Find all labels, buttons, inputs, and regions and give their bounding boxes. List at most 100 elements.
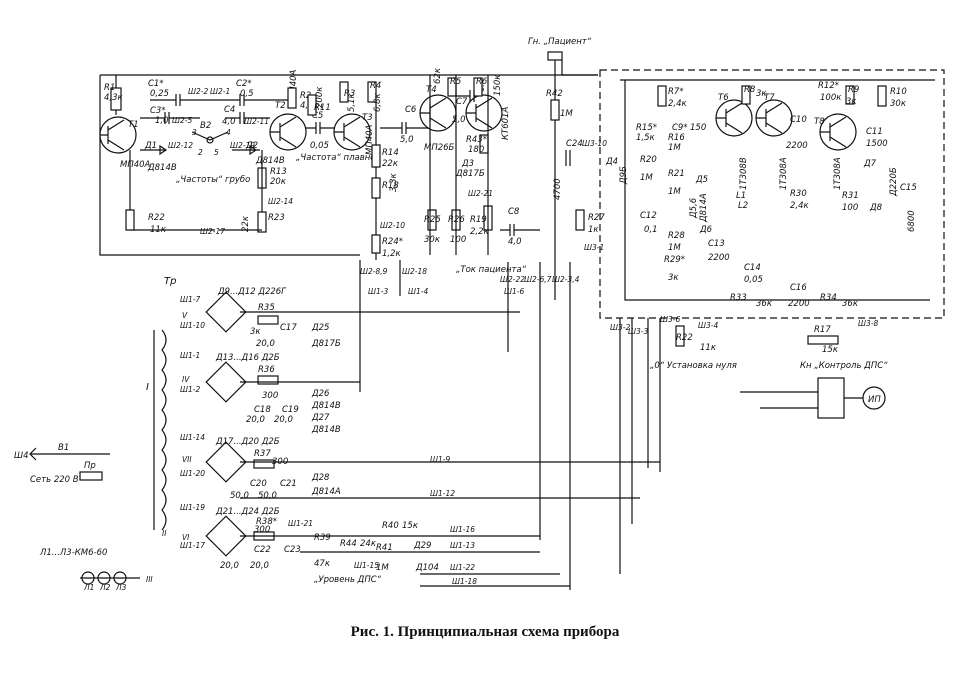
svg-text:Ш1-10: Ш1-10 [180, 321, 205, 330]
svg-text:0,05: 0,05 [744, 275, 763, 285]
dps-control[interactable]: R17 15к Ш3-8 Кн „Контроль ДПС“ ИП [740, 319, 888, 419]
svg-text:R39: R39 [314, 533, 331, 543]
t3-type: МП40А [365, 124, 375, 155]
svg-text:C24: C24 [566, 139, 583, 149]
network-label: Сеть 220 В [30, 475, 79, 485]
svg-text:C8: C8 [508, 207, 520, 217]
svg-text:R10: R10 [890, 87, 907, 97]
svg-text:Ш2-8,9: Ш2-8,9 [360, 267, 388, 276]
svg-text:Д28: Д28 [311, 473, 330, 483]
svg-text:36к: 36к [842, 299, 859, 309]
zero-adjust[interactable]: R22 11к „0“ Установка нуля Ш3-6 Ш3-4 Ш3-… [610, 315, 737, 371]
freq-fine-label: „Частота“ плавно [296, 153, 376, 163]
svg-text:Ш3-8: Ш3-8 [858, 319, 878, 328]
svg-text:5,1к: 5,1к [347, 92, 357, 112]
svg-text:1,0: 1,0 [155, 116, 169, 126]
svg-text:1М: 1М [376, 563, 389, 573]
svg-text:R14: R14 [382, 148, 399, 158]
svg-text:Л1: Л1 [83, 583, 94, 592]
svg-text:0,25: 0,25 [150, 89, 169, 99]
svg-text:ИП: ИП [868, 395, 881, 405]
svg-text:3: 3 [192, 128, 197, 137]
svg-text:150: 150 [690, 123, 706, 133]
svg-text:1,2к: 1,2к [382, 249, 402, 259]
svg-text:R7*: R7* [668, 87, 684, 97]
svg-text:5: 5 [214, 148, 219, 157]
svg-text:Ш1-14: Ш1-14 [180, 433, 205, 442]
t7-type: 1Т308А [779, 157, 789, 190]
svg-text:C17: C17 [280, 323, 297, 333]
svg-text:C12: C12 [640, 211, 657, 221]
svg-text:Ш2-6,7: Ш2-6,7 [524, 275, 552, 284]
svg-text:C6: C6 [405, 105, 417, 115]
svg-text:Д6: Д6 [699, 225, 713, 235]
svg-text:R12*: R12* [818, 81, 839, 91]
svg-text:R4: R4 [370, 81, 381, 91]
svg-text:3,3к: 3,3к [389, 172, 399, 192]
svg-text:Ш2-17: Ш2-17 [200, 227, 225, 236]
svg-text:1М: 1М [668, 187, 681, 197]
svg-text:II: II [162, 529, 167, 538]
svg-text:R41: R41 [376, 543, 393, 553]
svg-text:Ш2-2: Ш2-2 [188, 87, 208, 96]
svg-text:Ш2-14: Ш2-14 [268, 197, 293, 206]
svg-text:Д5: Д5 [695, 175, 708, 185]
svg-text:R35: R35 [258, 303, 275, 313]
freq-coarse-label: „Частоты“ грубо [176, 175, 250, 185]
svg-text:Ш1-1: Ш1-1 [180, 351, 200, 360]
svg-text:C7: C7 [456, 97, 468, 107]
svg-text:0,05: 0,05 [310, 141, 329, 151]
svg-text:T8: T8 [814, 117, 825, 127]
svg-text:Ш2-3,4: Ш2-3,4 [552, 275, 580, 284]
svg-text:2: 2 [198, 148, 203, 157]
svg-text:Тр: Тр [164, 276, 176, 287]
svg-text:R2: R2 [300, 91, 311, 101]
patient-jack[interactable]: Гн. „Пациент“ R42 1М C24 4700 R27 1к Ш3-… [528, 37, 607, 300]
svg-text:Д3: Д3 [461, 159, 474, 169]
svg-text:VII: VII [182, 455, 192, 464]
svg-text:В1: В1 [58, 443, 69, 453]
svg-text:Ш1-17: Ш1-17 [180, 541, 205, 550]
shielded-rf-block: R7* 2,4к T6 1Т308В T7 1Т308А T8 1Т308А R… [599, 69, 945, 319]
svg-text:Ш2-21: Ш2-21 [468, 189, 493, 198]
svg-text:62к: 62к [433, 67, 443, 84]
svg-text:Д814В: Д814В [311, 401, 341, 411]
dps-level-label: „Уровень ДПС“ [314, 575, 382, 585]
svg-text:2200: 2200 [708, 253, 730, 263]
svg-text:4: 4 [226, 128, 231, 137]
svg-text:B2: B2 [200, 121, 211, 131]
svg-text:Д27: Д27 [311, 413, 330, 423]
svg-text:30к: 30к [424, 235, 441, 245]
svg-text:Д5,6: Д5,6 [689, 197, 699, 219]
svg-text:C15: C15 [900, 183, 917, 193]
svg-text:50,0: 50,0 [230, 491, 249, 501]
svg-text:180: 180 [468, 145, 484, 155]
svg-text:2,2к: 2,2к [470, 227, 490, 237]
svg-text:R23: R23 [268, 213, 285, 223]
svg-text:C9*: C9* [672, 123, 688, 133]
svg-text:R22: R22 [148, 213, 165, 223]
svg-text:1500: 1500 [866, 139, 888, 149]
svg-text:Ш1-19: Ш1-19 [180, 503, 205, 512]
svg-text:0,1: 0,1 [644, 225, 658, 235]
svg-text:T1: T1 [128, 120, 139, 130]
svg-text:I: I [146, 382, 149, 393]
svg-text:4,0: 4,0 [222, 117, 236, 127]
patient-jack-label: Гн. „Пациент“ [528, 37, 592, 47]
svg-text:C18: C18 [254, 405, 271, 415]
svg-text:L1: L1 [736, 191, 746, 201]
svg-text:47к: 47к [314, 559, 331, 569]
svg-text:IV: IV [182, 375, 190, 384]
svg-text:R30: R30 [790, 189, 807, 199]
svg-text:2,4к: 2,4к [790, 201, 810, 211]
svg-text:Д9...Д12 Д226Г: Д9...Д12 Д226Г [217, 287, 287, 297]
svg-text:C13: C13 [708, 239, 725, 249]
svg-text:R25: R25 [424, 215, 441, 225]
svg-text:1М: 1М [560, 109, 573, 119]
svg-text:Ш3-6: Ш3-6 [660, 315, 680, 324]
svg-text:30к: 30к [890, 99, 907, 109]
figure-caption: Рис. 1. Принципиальная схема прибора [350, 624, 620, 640]
svg-text:24к: 24к [360, 539, 377, 549]
svg-text:22к: 22к [241, 215, 251, 232]
svg-text:R13: R13 [270, 167, 287, 177]
